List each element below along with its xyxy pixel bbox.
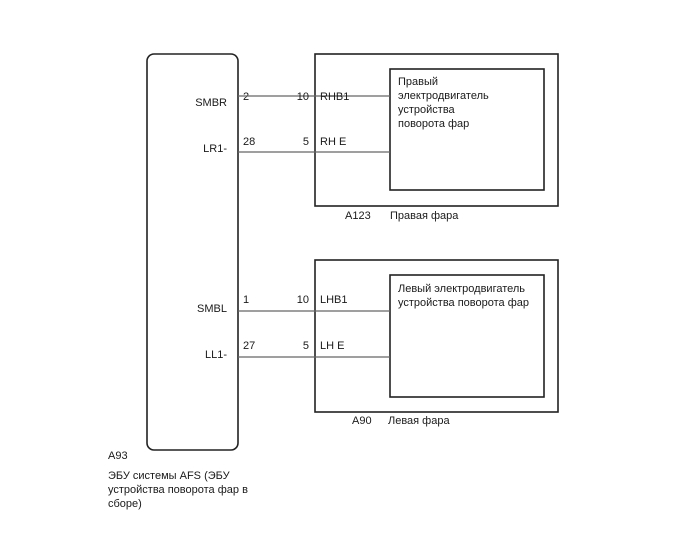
- right-pin-5: 5: [303, 136, 309, 148]
- right-motor-box: [389, 68, 545, 191]
- left-motor-box: [389, 274, 545, 398]
- left-terminal-lhb1: LHB1: [320, 294, 348, 306]
- ecu-terminal-lr1: LR1-: [203, 143, 227, 155]
- ecu-terminal-smbr: SMBR: [195, 97, 227, 109]
- right-motor-line-3: устройства: [398, 104, 456, 116]
- ecu-pin-28: 28: [243, 136, 255, 148]
- right-motor-line-1: Правый: [398, 76, 438, 88]
- right-headlamp-box: [314, 53, 559, 207]
- ecu-pin-1: 1: [243, 294, 249, 306]
- left-headlamp-id: A90: [352, 415, 372, 427]
- ecu-pin-27: 27: [243, 340, 255, 352]
- ecu-name-line-3: сборе): [108, 498, 142, 510]
- left-headlamp-box: [314, 259, 559, 413]
- ecu-pin-2: 2: [243, 91, 249, 103]
- left-terminal-lhe: LH E: [320, 340, 344, 352]
- left-motor-line-1: Левый электродвигатель: [398, 283, 525, 295]
- ecu-box: [146, 53, 239, 451]
- left-headlamp-name: Левая фара: [388, 415, 450, 427]
- ecu-name-line-2: устройства поворота фар в: [108, 484, 248, 496]
- ecu-terminal-smbl: SMBL: [197, 303, 227, 315]
- right-motor-line-2: электродвигатель: [398, 90, 489, 102]
- ecu-terminal-ll1: LL1-: [205, 349, 227, 361]
- right-terminal-rhb1: RHB1: [320, 91, 349, 103]
- right-pin-10: 10: [297, 91, 309, 103]
- left-pin-5: 5: [303, 340, 309, 352]
- right-headlamp-id: A123: [345, 210, 371, 222]
- left-motor-line-2: устройства поворота фар: [398, 297, 529, 309]
- left-pin-10: 10: [297, 294, 309, 306]
- ecu-name-line-1: ЭБУ системы AFS (ЭБУ: [108, 470, 231, 482]
- right-motor-line-4: поворота фар: [398, 118, 469, 130]
- right-headlamp-name: Правая фара: [390, 210, 459, 222]
- right-terminal-rhe: RH E: [320, 136, 346, 148]
- ecu-id: A93: [108, 450, 128, 462]
